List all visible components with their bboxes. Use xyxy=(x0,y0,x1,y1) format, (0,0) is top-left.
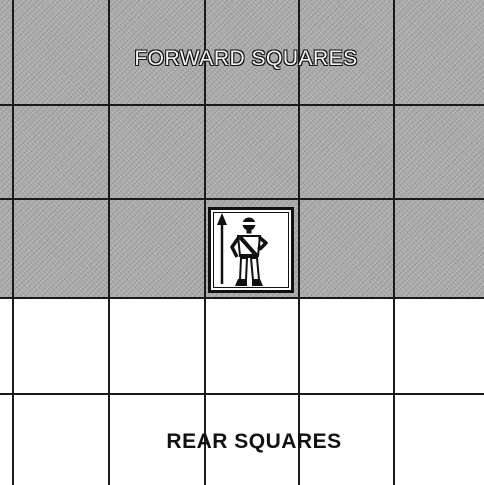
grid-line-horizontal xyxy=(0,297,484,299)
forward-square xyxy=(299,199,394,298)
forward-square xyxy=(394,105,484,199)
forward-squares-label: FORWARD SQUARES xyxy=(134,47,357,71)
grid-line-horizontal xyxy=(0,198,484,200)
rear-square xyxy=(394,394,484,485)
forward-square xyxy=(0,0,109,105)
forward-square xyxy=(0,105,109,199)
grid-line-vertical xyxy=(298,0,300,485)
rear-square xyxy=(299,298,394,394)
grid-line-horizontal xyxy=(0,393,484,395)
grid-line-vertical xyxy=(108,0,110,485)
rear-square xyxy=(109,298,205,394)
rear-square xyxy=(0,394,109,485)
forward-square xyxy=(109,105,205,199)
soldier-piece xyxy=(208,207,294,293)
rear-squares-label: REAR SQUARES xyxy=(166,430,341,454)
forward-square xyxy=(394,199,484,298)
forward-square xyxy=(109,199,205,298)
forward-square xyxy=(0,199,109,298)
forward-square xyxy=(394,0,484,105)
forward-square xyxy=(299,105,394,199)
grid-line-vertical xyxy=(204,0,206,485)
forward-square xyxy=(205,105,299,199)
grid-line-vertical xyxy=(393,0,395,485)
grid-line-vertical xyxy=(12,0,14,485)
grid-line-horizontal xyxy=(0,104,484,106)
rear-square xyxy=(394,298,484,394)
rear-square xyxy=(205,298,299,394)
rear-square xyxy=(0,298,109,394)
